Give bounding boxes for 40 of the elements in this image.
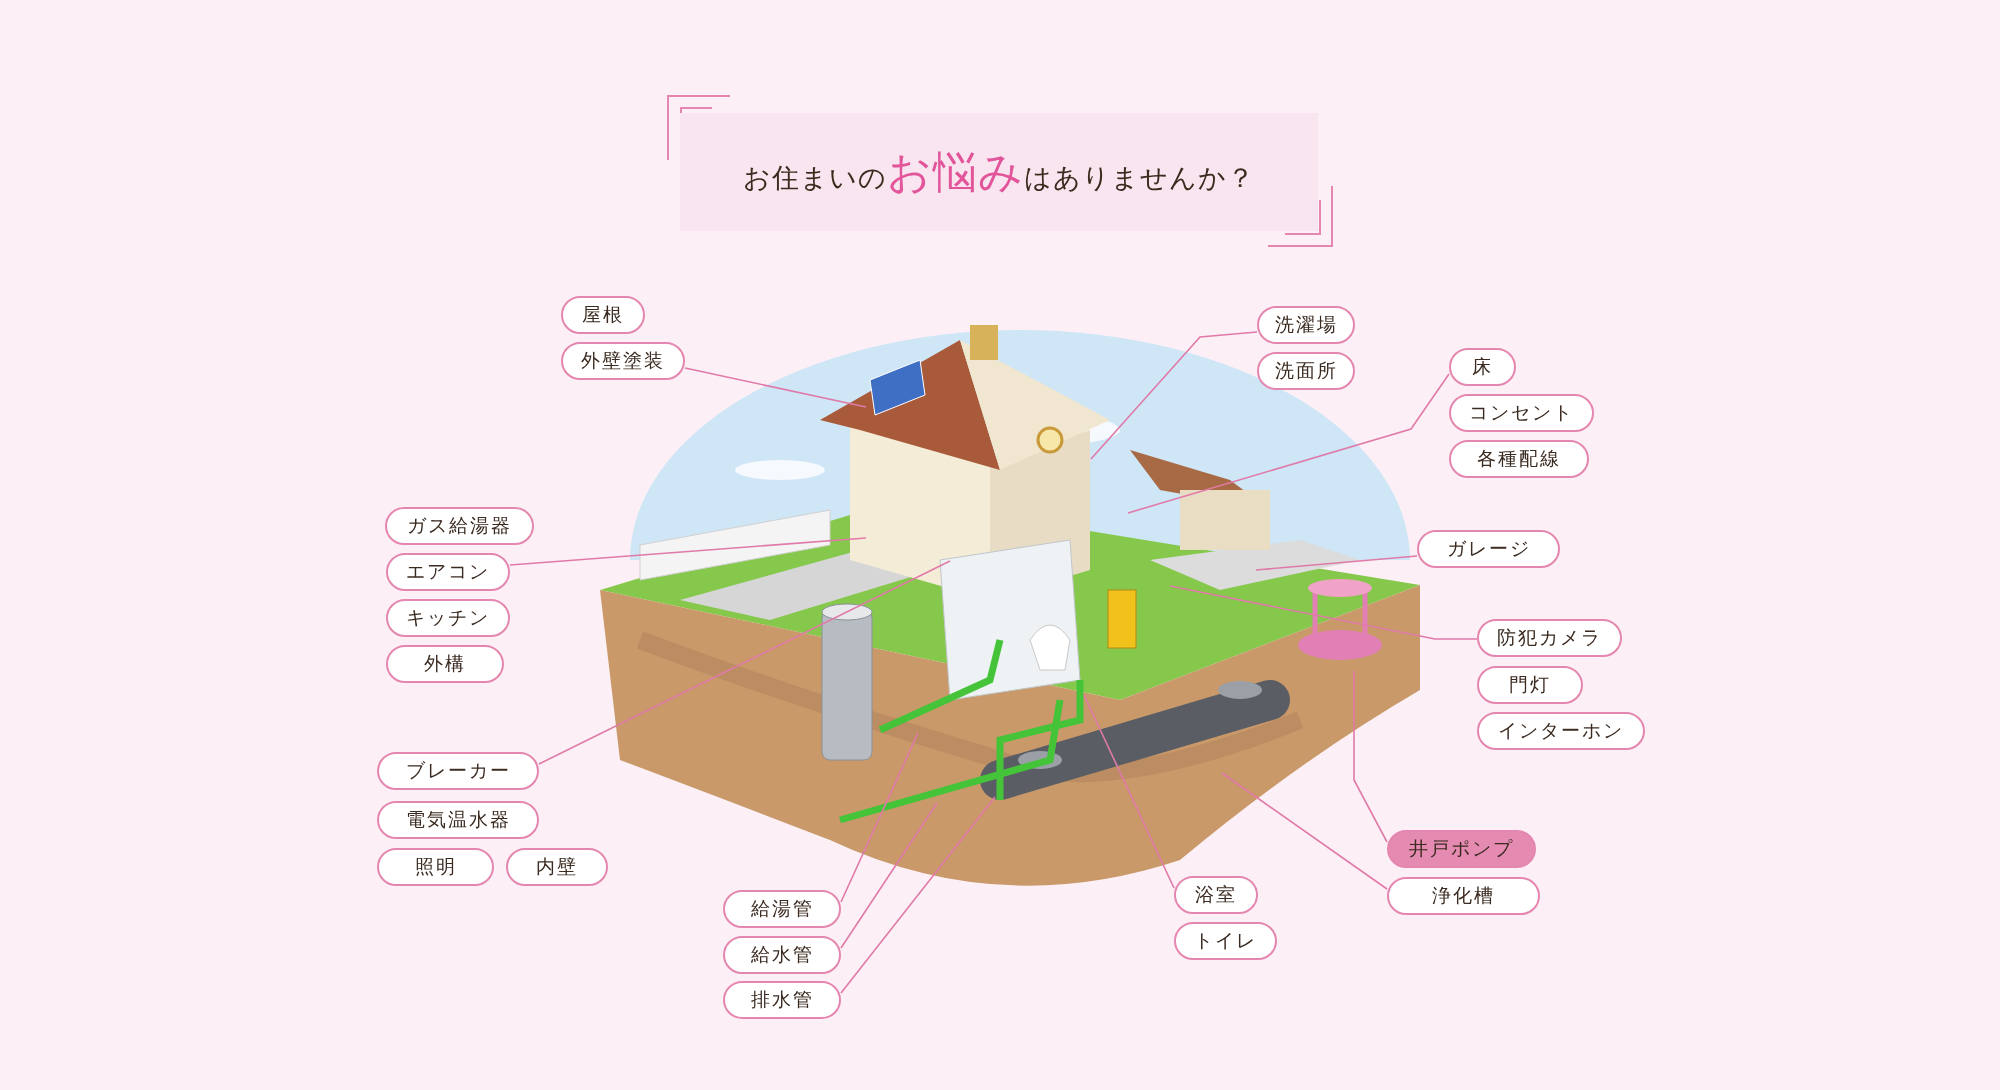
leader-line <box>1169 585 1478 640</box>
label-pill: 洗濯場 <box>1257 306 1355 344</box>
leader-line <box>1090 331 1258 460</box>
label-pill: 給湯管 <box>723 890 841 928</box>
label-pill: インターホン <box>1477 712 1645 750</box>
leader-line <box>840 796 996 994</box>
leader-line <box>538 560 951 765</box>
label-pill: 各種配線 <box>1449 440 1589 478</box>
label-pill: 門灯 <box>1477 666 1583 704</box>
label-pill: 浴室 <box>1174 876 1258 914</box>
leader-line <box>1221 772 1388 890</box>
label-pill: 洗面所 <box>1257 352 1355 390</box>
leader-line <box>1083 694 1175 889</box>
label-pill: 排水管 <box>723 981 841 1019</box>
leader-line <box>1255 555 1418 571</box>
leader-line <box>840 732 919 903</box>
label-pill: トイレ <box>1174 922 1277 960</box>
label-pill: 外壁塗装 <box>561 342 685 380</box>
leader-line <box>509 537 867 566</box>
leader-line <box>840 802 938 949</box>
label-pill: 床 <box>1449 348 1516 386</box>
label-pill: 給水管 <box>723 936 841 974</box>
title: お住まいのお悩みはありませんか？ <box>743 144 1255 199</box>
label-pill: 防犯カメラ <box>1477 619 1622 657</box>
label-pill: ブレーカー <box>377 752 539 790</box>
label-pill: ガレージ <box>1417 530 1560 568</box>
highlighted-label-pill: 井戸ポンプ <box>1387 830 1536 868</box>
leader-line <box>1127 373 1450 514</box>
label-pill: ガス給湯器 <box>385 507 534 545</box>
label-pill: 浄化槽 <box>1387 877 1540 915</box>
label-pill: 照明 <box>377 848 494 886</box>
label-pill: エアコン <box>386 553 510 591</box>
label-pill: 屋根 <box>561 296 645 334</box>
label-pill: 外構 <box>386 645 504 683</box>
label-pill: 内壁 <box>506 848 608 886</box>
label-pill: コンセント <box>1449 394 1594 432</box>
label-pill: キッチン <box>386 599 510 637</box>
leader-line <box>1353 670 1388 843</box>
leader-line <box>684 367 867 408</box>
label-pill: 電気温水器 <box>377 801 539 839</box>
